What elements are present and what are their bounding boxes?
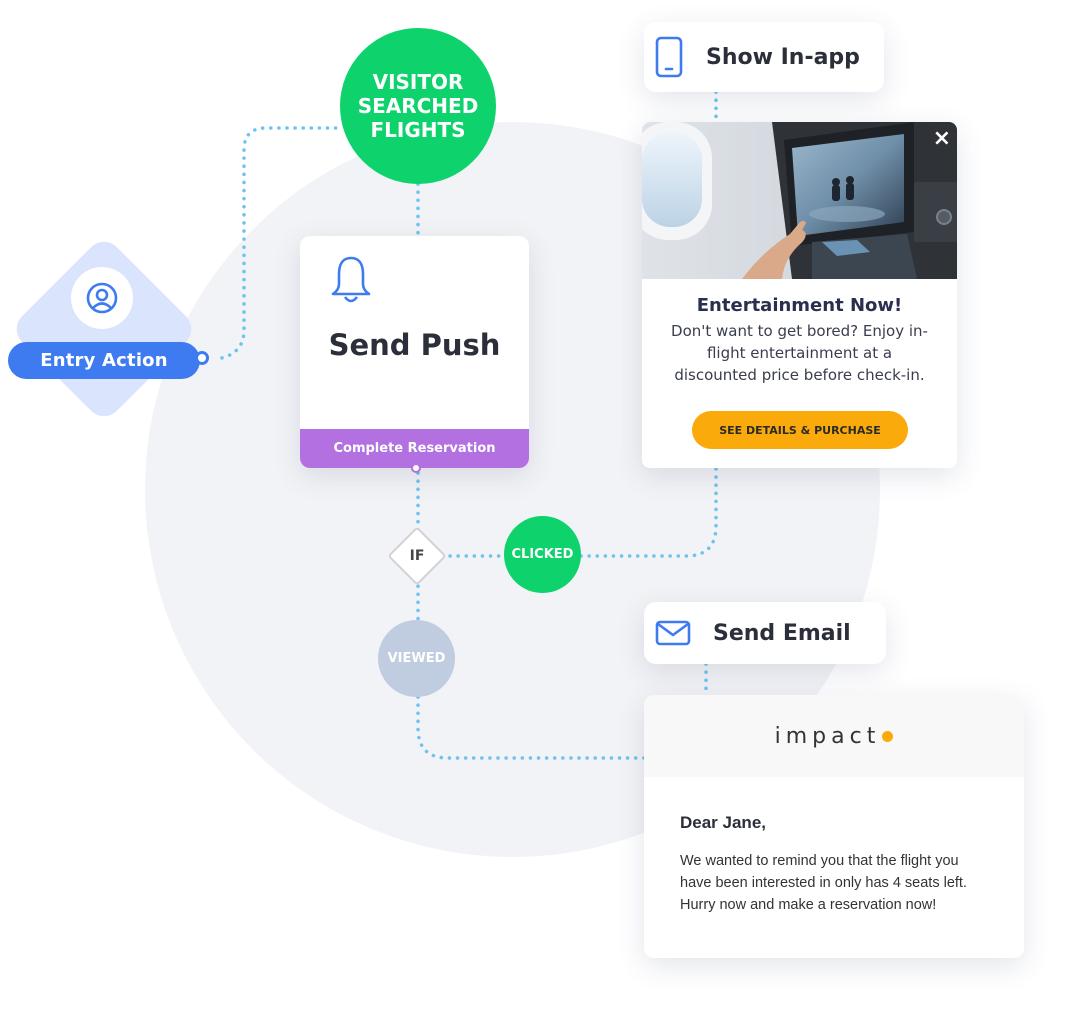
inapp-message-card: × Entertainment Now! Don't want to get b… bbox=[642, 122, 957, 468]
connector-entry-to-trigger bbox=[220, 126, 342, 360]
see-details-purchase-button[interactable]: SEE DETAILS & PURCHASE bbox=[692, 411, 908, 449]
push-output-port bbox=[411, 463, 421, 473]
trigger-line-1: VISITOR bbox=[372, 70, 464, 94]
send-push-title: Send Push bbox=[328, 328, 501, 362]
entry-output-port bbox=[195, 351, 209, 365]
connector-viewed-to-email bbox=[416, 695, 646, 760]
close-icon[interactable]: × bbox=[932, 126, 951, 151]
complete-reservation-button[interactable]: Complete Reservation bbox=[300, 429, 529, 468]
email-preview-card: impact Dear Jane, We wanted to remind yo… bbox=[644, 695, 1024, 958]
trigger-line-3: FLIGHTS bbox=[370, 118, 466, 142]
trigger-node[interactable]: VISITOR SEARCHED FLIGHTS bbox=[340, 28, 496, 184]
send-email-text: Send Email bbox=[713, 620, 851, 646]
entry-avatar bbox=[71, 267, 133, 329]
brand-logo: impact bbox=[774, 723, 881, 749]
mobile-phone-icon bbox=[655, 36, 683, 78]
if-label: IF bbox=[409, 548, 425, 564]
airplane-screen-image bbox=[642, 122, 957, 279]
inapp-body: Don't want to get bored? Enjoy in-flight… bbox=[671, 322, 928, 384]
trigger-line-2: SEARCHED bbox=[357, 94, 479, 118]
show-inapp-label[interactable]: Show In-app bbox=[644, 22, 884, 92]
email-header: impact bbox=[644, 695, 1024, 777]
show-inapp-text: Show In-app bbox=[706, 44, 860, 70]
envelope-icon bbox=[655, 620, 691, 646]
email-body: We wanted to remind you that the flight … bbox=[680, 853, 967, 913]
send-email-label[interactable]: Send Email bbox=[644, 602, 886, 664]
clicked-branch[interactable]: CLICKED bbox=[504, 516, 581, 593]
entry-action-pill[interactable]: Entry Action bbox=[8, 342, 200, 379]
inapp-heading: Entertainment Now! bbox=[696, 295, 903, 316]
bell-icon bbox=[331, 256, 371, 303]
user-icon bbox=[86, 282, 118, 314]
viewed-branch[interactable]: VIEWED bbox=[378, 620, 455, 697]
brand-dot bbox=[882, 730, 894, 742]
send-push-card[interactable]: Send Push Complete Reservation bbox=[300, 236, 529, 468]
email-greeting: Dear Jane, bbox=[680, 813, 766, 832]
connector-clicked-to-inapp bbox=[579, 466, 718, 558]
